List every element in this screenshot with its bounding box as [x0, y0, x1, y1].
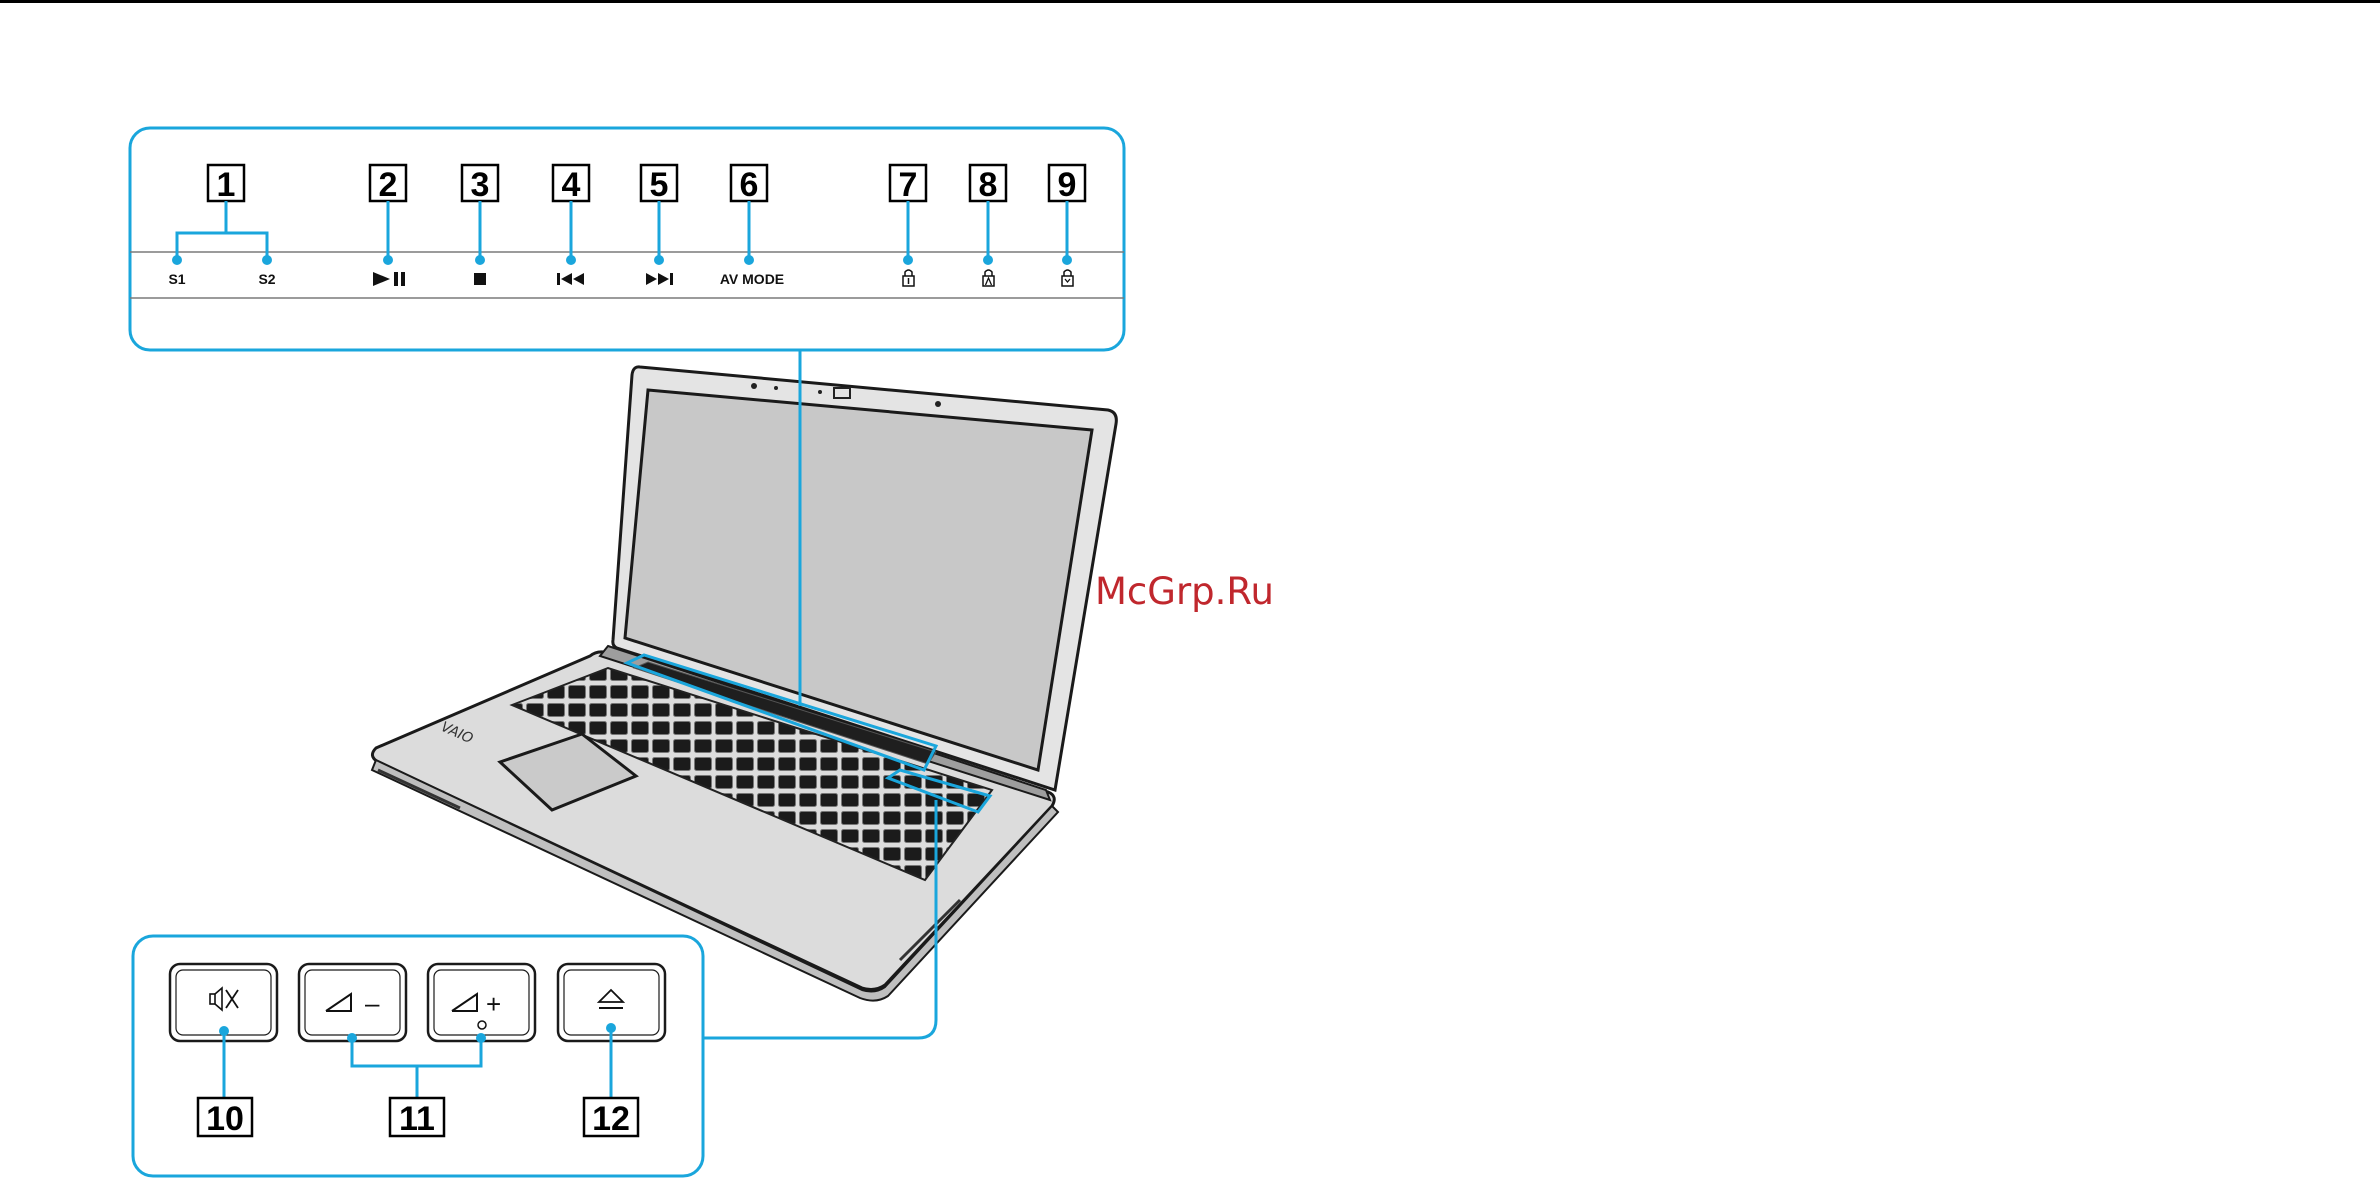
button-label-av-mode: AV MODE — [720, 271, 784, 287]
top-detail-frame: 1 S1 S2 2 3 4 — [130, 128, 1124, 350]
laptop-illustration: VAIO — [372, 367, 1116, 1001]
ambient-sensor-dot — [935, 401, 941, 407]
callout-11: 11 — [390, 1098, 444, 1138]
svg-text:5: 5 — [650, 166, 669, 204]
button-label-s1: S1 — [168, 271, 185, 287]
svg-text:3: 3 — [471, 166, 490, 204]
volume-down-symbol: – — [365, 988, 380, 1018]
svg-text:11: 11 — [399, 1100, 435, 1138]
svg-text:7: 7 — [899, 166, 918, 204]
svg-text:2: 2 — [379, 166, 398, 204]
callout-number: 1 — [217, 166, 236, 204]
sensor-dot — [774, 386, 778, 390]
bottom-detail-panel: – + 10 — [133, 936, 703, 1176]
stop-icon — [474, 273, 486, 285]
mic-dot — [751, 383, 757, 389]
watermark-text: McGrp.Ru — [1095, 570, 1274, 613]
svg-text:12: 12 — [592, 1100, 630, 1138]
sensor-dot — [818, 390, 822, 394]
svg-text:9: 9 — [1058, 166, 1077, 204]
volume-up-key: + — [428, 964, 535, 1041]
callout-12: 12 — [584, 1098, 638, 1138]
volume-up-symbol: + — [486, 989, 501, 1019]
svg-text:6: 6 — [740, 166, 759, 204]
button-label-s2: S2 — [258, 271, 275, 287]
top-frame-border — [130, 128, 1124, 350]
svg-text:8: 8 — [979, 166, 998, 204]
svg-text:4: 4 — [562, 166, 581, 204]
volume-down-key: – — [299, 964, 406, 1041]
svg-text:10: 10 — [206, 1100, 244, 1138]
callout-10: 10 — [198, 1098, 252, 1138]
